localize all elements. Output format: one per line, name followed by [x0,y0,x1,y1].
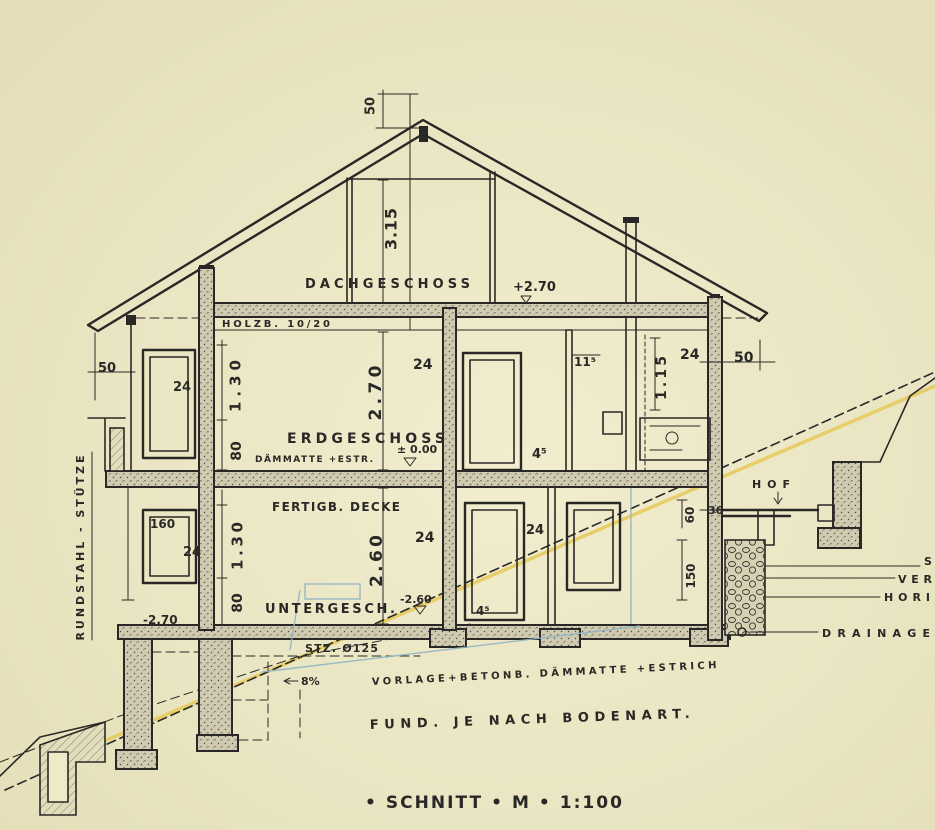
wall-footing-pier [198,638,233,738]
wall-footing [196,734,239,752]
retaining-wall-left [47,751,69,803]
left-exterior [87,315,136,641]
terrain-highlight-line [94,384,935,747]
ug-partition-dimension: 24 [526,523,544,538]
attic-height-label: 3.15 [382,208,401,250]
attic-post-left [346,177,353,305]
basement-door [463,501,526,622]
basement-window-right [565,501,622,592]
eg-wall-middle-dimension: 24 [413,357,433,373]
label-leaders [749,565,921,633]
ground-floor-build-up-label: DÄMMATTE +ESTR. [255,454,373,465]
attic-post-right [489,171,496,305]
basement-level-label: -2.60 [400,593,432,606]
column-footing-pier [123,638,153,753]
middle-bearing-wall [442,307,457,631]
yard-height-dimension: 150 [684,563,698,588]
level-marker-ground [403,457,417,467]
slab-label: FERTIGB. DECKE [272,500,400,514]
slope-arrow [283,677,299,685]
eave-left-dimension: 50 [98,361,116,376]
ground-line-left [0,721,106,777]
eg-storey-height-dimension: 2.70 [366,365,386,420]
natural-ground-line [4,371,935,791]
attic-level-marker [520,295,532,304]
ug-window-height-dimension: 1.30 [228,522,246,570]
gravel-backfill [724,539,766,636]
dimension-lines [87,331,776,685]
foundations [115,638,421,770]
basement-window-left [141,508,198,585]
ridge-piece [419,126,428,142]
yard-level-arrow [773,491,783,505]
ug-window-width-dimension: 160 [150,517,175,531]
drain-pipe [737,627,747,637]
slope-label: 8% [301,675,320,688]
column-size-label: STZ. Ø125 [305,642,378,655]
ridge-dimension [375,89,421,331]
ground-floor-name-label: ERDGESCHOSS [287,431,445,447]
level-marker-basement [413,605,427,615]
attic-floor-slab [199,302,723,318]
ridge-dimension-label: 50 [364,97,379,115]
column-footing [115,749,158,770]
right-exterior-wall [707,296,723,641]
roof [86,118,769,333]
yard-wall-dimension: 36 [708,504,724,517]
eave-right-dimension: 50 [734,350,754,366]
foundation-level-label: -2.70 [143,613,178,627]
yard-step-dimension: 60 [683,507,697,524]
ground-floor-window-left [141,348,197,460]
basement-partition [547,486,556,626]
ground-floor-door [461,351,523,472]
ground-floor-partition [565,329,573,472]
terrain [0,371,935,816]
ground-floor-level-label: ± 0.00 [397,443,438,456]
pencil-marks [261,583,641,673]
ug-wall-left-dimension: 24 [183,545,201,560]
yard-wall-post [757,509,775,546]
eg-parapet-dimension: 80 [229,441,245,461]
terrain-right [859,377,935,463]
slab-bearing-1 [429,628,467,648]
ug-parapet-dimension: 80 [230,593,246,613]
ug-offset-dimension: 4⁵ [476,604,490,618]
yard-step-upper [817,504,835,522]
eg-wall-right-dimension: 24 [680,347,700,363]
column-label: RUNDSTAHL - STÜTZE [73,456,87,641]
eg-right-window-height-dimension: 1.15 [654,356,670,400]
sink-fixture [602,411,711,461]
edge-label-1: S [924,555,932,568]
yard-label: HOF [752,478,790,491]
attic-beam-label: HOLZB. 10/20 [222,319,330,330]
left-bearing-wall [198,267,215,631]
attic-level-label: +2.70 [513,280,556,295]
edge-label-2: VER [898,573,933,586]
eg-wall-left-dimension: 24 [173,380,191,395]
eg-partition-dimension: 11⁵ [574,355,596,369]
yard-step-lower [817,527,861,549]
ug-wall-middle-dimension: 24 [415,530,435,546]
drawing-title: • SCHNITT • M • 1:100 [365,793,622,813]
eg-window-height-dimension: 1.30 [226,360,244,412]
yard-structure [720,461,921,637]
ug-storey-height-dimension: 2.60 [367,535,387,587]
roof-section [86,118,769,333]
eg-offset-dimension: 4⁵ [532,447,547,462]
